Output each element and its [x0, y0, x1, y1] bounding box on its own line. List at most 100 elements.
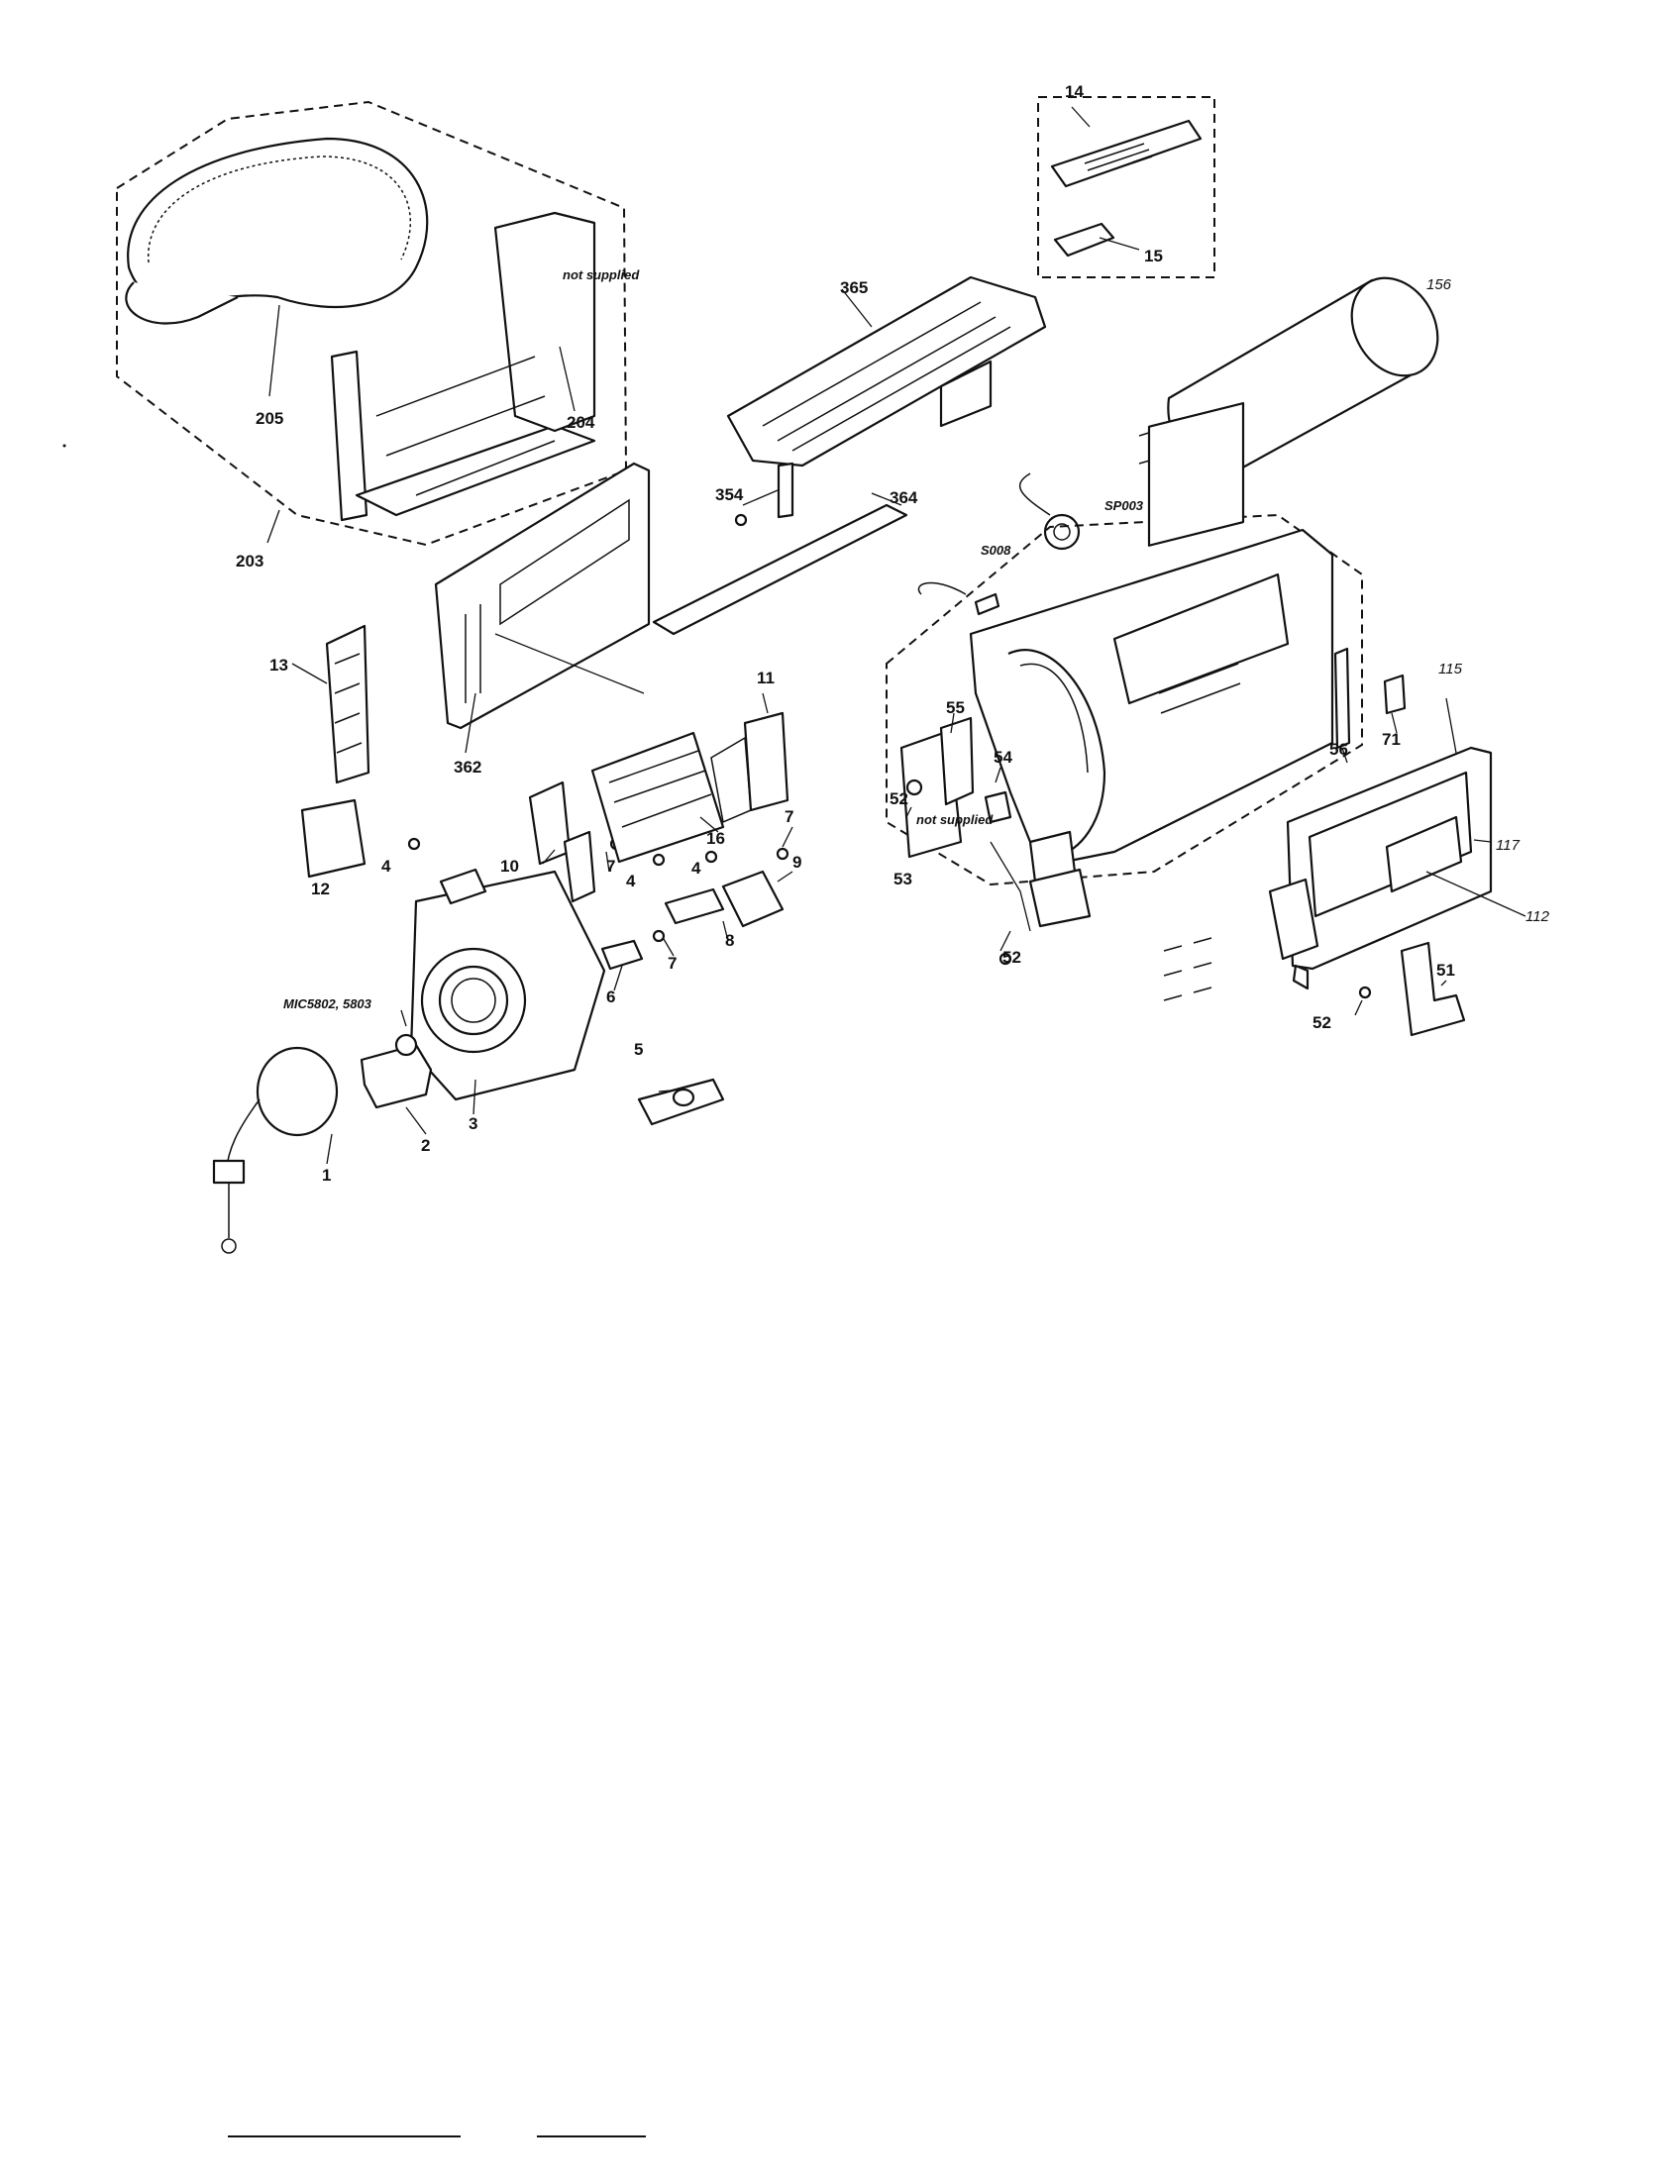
label-5: 5	[634, 1040, 643, 1059]
label-9: 9	[792, 853, 801, 872]
label-354: 354	[715, 485, 744, 504]
lcd-screen-112	[1385, 815, 1463, 893]
label-52c: 52	[1312, 1013, 1331, 1032]
callout-labels: 14 15 156 365 205 204 203 not supplied 3…	[236, 82, 1550, 1185]
bracket-10	[528, 780, 572, 866]
label-4b: 4	[626, 872, 636, 890]
label-365: 365	[840, 278, 868, 297]
grip-belt-group	[116, 100, 628, 547]
label-not-supplied-top: not supplied	[563, 267, 640, 282]
label-7b: 7	[785, 807, 793, 826]
flex-cable-11	[743, 711, 789, 812]
lens-top-bracket	[439, 868, 487, 905]
lens-cap-1	[256, 1046, 339, 1137]
main-cabinet-group	[886, 401, 1407, 1001]
grip-group-boundary	[116, 100, 628, 547]
label-204: 204	[567, 413, 595, 432]
lens-cap-strap-clip	[212, 1159, 246, 1185]
label-16: 16	[706, 829, 725, 848]
screw-52c	[1358, 986, 1372, 999]
cassette-top-cover	[726, 275, 1047, 468]
remote-battery-part	[1053, 222, 1115, 258]
label-7a: 7	[606, 857, 615, 876]
label-sp003: SP003	[1104, 498, 1144, 513]
board-55-inner	[939, 716, 975, 806]
bracket-10b	[563, 830, 596, 903]
speaker-sp003	[1043, 513, 1081, 551]
left-small-parts	[291, 624, 370, 879]
cabinet-top-panel	[1112, 572, 1290, 705]
screw-7c	[652, 929, 666, 943]
label-55: 55	[946, 698, 965, 717]
remote-control-group	[1037, 96, 1215, 278]
screw-52b	[998, 952, 1012, 966]
cover-post	[777, 462, 794, 519]
side-plate	[1028, 868, 1092, 928]
label-6: 6	[606, 988, 615, 1006]
screw-52a	[905, 779, 923, 796]
screw-4c	[704, 850, 718, 864]
label-13: 13	[269, 656, 288, 675]
lens-ring-inner	[438, 965, 509, 1036]
label-364: 364	[890, 488, 918, 507]
label-71: 71	[1382, 730, 1401, 749]
label-115: 115	[1438, 661, 1463, 677]
label-14: 14	[1065, 82, 1084, 101]
label-203: 203	[236, 552, 263, 571]
label-10: 10	[500, 857, 519, 876]
cassette-frame-group	[434, 462, 651, 754]
label-s008: S008	[981, 543, 1011, 558]
switch-s008	[974, 592, 1000, 616]
label-4a: 4	[381, 857, 391, 876]
screw-4a	[407, 837, 421, 851]
mechanism-16	[590, 731, 725, 864]
grip-frame-left	[330, 350, 368, 522]
label-4c: 4	[691, 859, 701, 878]
label-2: 2	[421, 1136, 430, 1155]
cover-bracket	[939, 360, 993, 428]
label-52b: 52	[1002, 948, 1021, 967]
label-117: 117	[1496, 837, 1521, 854]
label-11: 11	[757, 669, 775, 687]
cabinet-group-boundary	[886, 513, 1363, 886]
board-13	[325, 624, 370, 784]
lens-block-group	[212, 868, 725, 1254]
label-8: 8	[725, 931, 734, 950]
part-6	[600, 939, 644, 971]
microphone	[394, 1033, 418, 1057]
part-56	[1333, 647, 1351, 750]
label-15: 15	[1144, 247, 1163, 265]
label-3: 3	[469, 1114, 477, 1133]
part-8	[664, 887, 725, 925]
label-54: 54	[994, 748, 1012, 767]
switch-block-9	[721, 870, 785, 928]
label-mic: MIC5802, 5803	[283, 996, 372, 1011]
label-not-supplied-mid: not supplied	[916, 812, 994, 827]
part-54	[984, 790, 1012, 824]
cover-12	[300, 798, 367, 879]
label-56: 56	[1329, 740, 1348, 759]
label-1: 1	[322, 1166, 331, 1185]
top-cover-group	[652, 275, 1047, 636]
bracket-51	[1400, 941, 1466, 1037]
lens-hood-opening	[1350, 276, 1439, 377]
strap-loop	[125, 281, 239, 325]
label-205: 205	[256, 409, 283, 428]
cabinet-button-panel	[1147, 401, 1245, 1001]
grip-frame-base	[355, 424, 596, 517]
lcd-hinge	[1268, 878, 1319, 961]
remote-control-part	[1050, 119, 1203, 188]
grip-frame-right	[493, 211, 596, 433]
hand-strap-pad	[127, 137, 429, 309]
part-71	[1383, 674, 1407, 715]
screw-7b	[776, 847, 789, 861]
label-156: 156	[1426, 276, 1452, 293]
front-panel-2	[360, 1043, 433, 1109]
label-7c: 7	[668, 954, 677, 973]
label-362: 362	[454, 758, 481, 777]
lcd-panel-group	[1268, 697, 1526, 1037]
gasket-364	[652, 503, 908, 636]
label-53: 53	[893, 870, 912, 888]
